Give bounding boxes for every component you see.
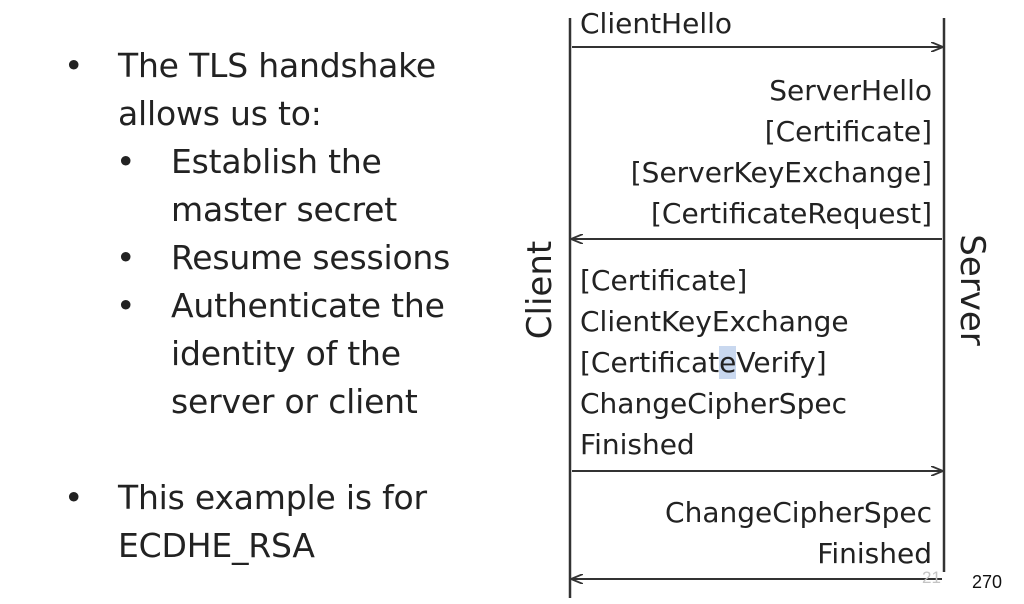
bullet-list: • The TLS handshake allows us to: • Esta… <box>64 46 451 565</box>
bullet-handshake: The TLS handshake allows us to: <box>118 46 437 133</box>
msg-client-finished: Finished <box>580 428 695 461</box>
msg-client-change-cipher-spec: ChangeCipherSpec <box>580 387 847 420</box>
page-number: 270 <box>972 572 1003 592</box>
msg-server-change-cipher-spec: ChangeCipherSpec <box>665 496 932 529</box>
msg-certificate-request: [CertificateRequest] <box>650 197 932 230</box>
subbullet-master-secret: Establish the master secret <box>171 142 397 229</box>
bullet-example: This example is for ECDHE_RSA <box>118 478 427 565</box>
bullet-dot: • <box>116 286 136 325</box>
msg-client-hello: ClientHello <box>580 7 733 40</box>
bullet-dot: • <box>64 478 84 517</box>
msg-client-key-exchange: ClientKeyExchange <box>580 305 849 338</box>
bullet-dot: • <box>64 46 84 85</box>
subbullet-authenticate: Authenticate the identity of the server … <box>171 286 445 421</box>
bullet-dot: • <box>116 142 136 181</box>
msg-server-key-exchange: [ServerKeyExchange] <box>630 156 932 189</box>
msg-certificate: [Certificate] <box>764 115 932 148</box>
msg-server-finished: Finished <box>817 537 932 570</box>
slide-number: 21 <box>922 568 941 587</box>
msg-client-certificate: [Certificate] <box>580 264 748 297</box>
text-selection-highlight: e <box>719 346 737 379</box>
client-label: Client <box>520 240 560 340</box>
subbullet-resume-sessions: Resume sessions <box>171 238 451 277</box>
bullet-dot: • <box>116 238 136 277</box>
server-label: Server <box>952 234 992 346</box>
msg-certificate-verify: [CertificateVerify] <box>580 346 827 379</box>
msg-server-hello: ServerHello <box>769 74 932 107</box>
